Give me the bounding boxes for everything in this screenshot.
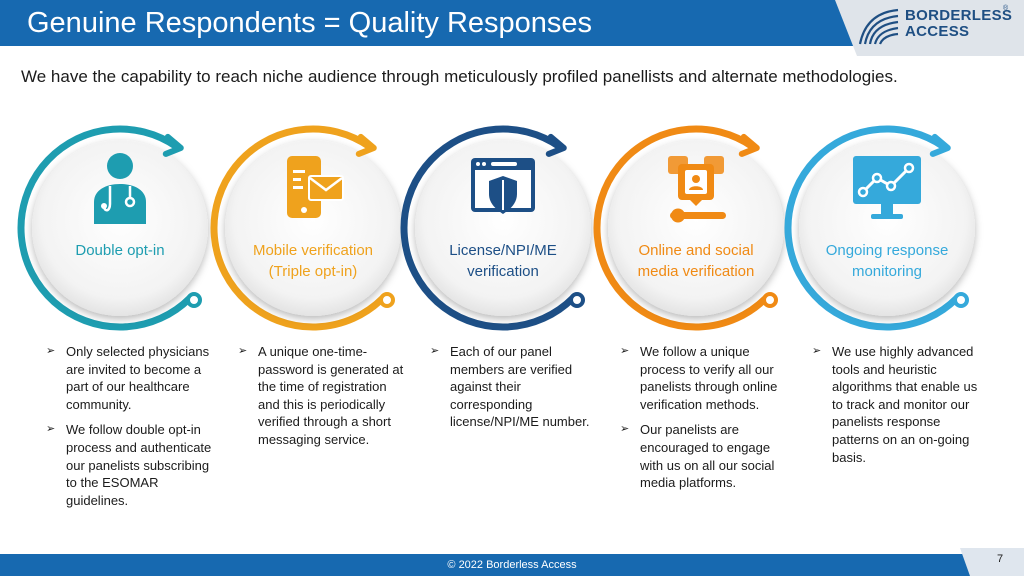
step-label-line: media verification [637, 263, 755, 280]
bullet-arrow-icon: ➢ [430, 345, 440, 357]
bullet-text: We use highly advanced tools and heurist… [832, 344, 978, 465]
step-label-line: License/NPI/ME [449, 242, 557, 259]
social-profile-icon [656, 148, 736, 233]
step-description-column: ➢ Only selected physicians are invited to… [40, 343, 215, 517]
step-ring-3 [400, 125, 591, 331]
step-label-line: monitoring [851, 263, 923, 280]
ring-arrowhead [929, 133, 951, 157]
bullet-item: ➢ A unique one-time-password is generated… [232, 343, 407, 449]
bullet-item: ➢ Only selected physicians are invited to… [40, 343, 215, 413]
bullet-arrow-icon: ➢ [620, 423, 630, 436]
monitor-chart-icon [847, 148, 927, 233]
bullet-arrow-icon: ➢ [812, 345, 822, 357]
bullet-item: ➢ We follow a unique process to verify al… [614, 343, 789, 413]
step-label-3: License/NPI/ME verification [428, 240, 578, 282]
footer-bar [0, 554, 1024, 576]
ring-inner-circle [608, 140, 784, 316]
page-number: 7 [996, 553, 1004, 565]
step-description-column: ➢ Each of our panel members are verified … [424, 343, 599, 439]
step-ring-4 [593, 125, 784, 331]
ring-knob [953, 292, 970, 309]
bullet-item: ➢ Each of our panel members are verified … [424, 343, 599, 431]
ring-knob [186, 292, 203, 309]
step-label-line: (Triple opt-in) [268, 263, 358, 280]
intro-text: We have the capability to reach niche au… [21, 67, 898, 86]
ring-inner-circle [225, 140, 401, 316]
ring-arrowhead [545, 133, 567, 157]
ring-arc [400, 125, 577, 331]
step-description-column: ➢ We use highly advanced tools and heuris… [806, 343, 981, 474]
ring-knob [762, 292, 779, 309]
shield-browser-icon [463, 148, 543, 233]
step-label-4: Online and social media verification [621, 240, 771, 282]
bullet-arrow-icon: ➢ [46, 423, 56, 436]
bullet-text: We follow double opt-in process and auth… [66, 422, 212, 508]
ring-arc [784, 125, 961, 331]
ring-arc [210, 125, 387, 331]
ring-arc [593, 125, 770, 331]
ring-knob [569, 292, 586, 309]
step-description-column: ➢ A unique one-time-password is generated… [232, 343, 407, 457]
mobile-mail-icon [273, 148, 353, 233]
logo-registered-mark: ® [1003, 5, 1009, 12]
ring-arc [17, 125, 194, 331]
step-label-5: Ongoing response monitoring [812, 240, 962, 282]
logo-wordmark: BORDERLESS ACCESS [905, 7, 1013, 40]
bullet-arrow-icon: ➢ [46, 345, 56, 357]
step-ring-1 [17, 125, 208, 331]
bullet-arrow-icon: ➢ [620, 345, 630, 357]
step-label-line: verification [467, 263, 539, 280]
bullet-item: ➢ We use highly advanced tools and heuris… [806, 343, 981, 466]
ring-arrowhead [162, 133, 184, 157]
ring-inner-circle [799, 140, 975, 316]
bullet-text: Each of our panel members are verified a… [450, 344, 590, 430]
step-label-line: Mobile verification [252, 242, 374, 259]
ring-inner-circle [415, 140, 591, 316]
bullet-text: We follow a unique process to verify all… [640, 344, 778, 412]
bullet-text: Our panelists are encouraged to engage w… [640, 422, 775, 491]
bullet-text: A unique one-time-password is generated … [258, 344, 404, 447]
step-label-2: Mobile verification (Triple opt-in) [238, 240, 388, 282]
bullet-arrow-icon: ➢ [238, 345, 248, 357]
bullet-item: ➢ Our panelists are encouraged to engage … [614, 421, 789, 491]
ring-arrowhead [738, 133, 760, 157]
bullet-text: Only selected physicians are invited to … [66, 344, 210, 412]
footer-copyright: © 2022 Borderless Access [447, 559, 577, 571]
page-number-tab [960, 548, 1024, 576]
step-ring-5 [784, 125, 975, 331]
process-rings [17, 125, 975, 331]
step-label-1: Double opt-in [45, 240, 195, 261]
step-ring-2 [210, 125, 401, 331]
ring-inner-circle [32, 140, 208, 316]
doctor-icon [80, 148, 160, 233]
borderless-access-logo-icon [858, 8, 899, 45]
ring-arrowhead [355, 133, 377, 157]
step-label-line: Ongoing response [825, 242, 949, 259]
step-description-column: ➢ We follow a unique process to verify al… [614, 343, 789, 500]
page-title: Genuine Respondents = Quality Responses [27, 7, 593, 39]
bullet-item: ➢ We follow double opt-in process and aut… [40, 421, 215, 509]
ring-knob [379, 292, 396, 309]
step-label-line: Double opt-in [75, 242, 165, 259]
step-label-line: Online and social [638, 242, 754, 259]
